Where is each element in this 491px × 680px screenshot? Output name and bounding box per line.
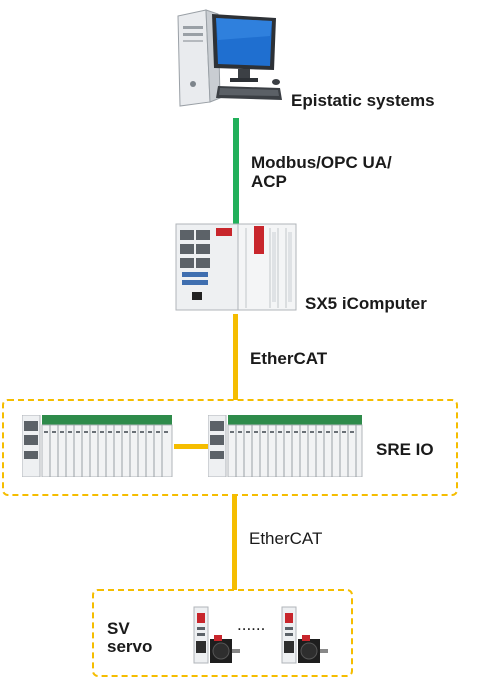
io-module-rack-right	[208, 415, 364, 477]
sx5-controller-image	[174, 222, 298, 314]
sre-io-label: SRE IO	[376, 440, 434, 459]
servo-drive-icon-2	[280, 605, 330, 667]
sv-label-line1: SV	[107, 619, 130, 638]
io-module-rack-left	[22, 415, 174, 477]
ethercat-label-1: EtherCAT	[250, 349, 328, 368]
servo-ellipsis: ......	[237, 615, 266, 634]
ethercat-label-2: EtherCAT	[249, 529, 323, 548]
ethercat-connection-line-1	[233, 314, 238, 400]
protocol-label-line1: Modbus/OPC UA/	[251, 153, 392, 172]
sv-servo-group-box	[92, 589, 353, 677]
sre-io-group-box	[2, 399, 458, 496]
desktop-computer-icon	[172, 6, 284, 110]
protocol-label-line2: ACP	[251, 172, 287, 191]
servo-drive-icon-1	[192, 605, 242, 667]
servo-label-line2: servo	[107, 637, 153, 656]
protocol-connection-line	[233, 118, 239, 226]
epistatic-systems-label: Epistatic systems	[291, 91, 435, 110]
ethercat-connection-line-2	[232, 496, 237, 590]
io-rack-connector-line	[174, 444, 208, 449]
sx5-icomputer-label: SX5 iComputer	[305, 294, 427, 313]
